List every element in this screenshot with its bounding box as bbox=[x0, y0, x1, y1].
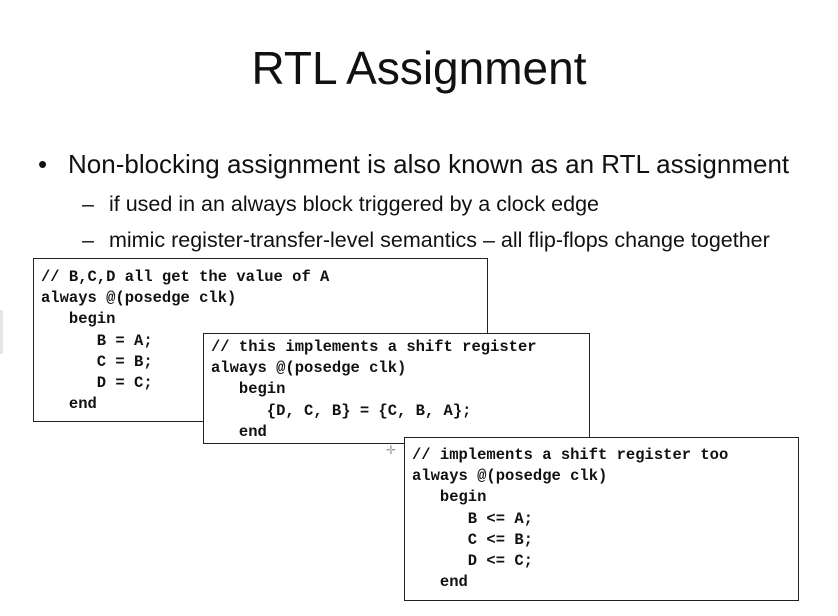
left-edge-marker bbox=[0, 310, 3, 354]
code-line: always @(posedge clk) bbox=[211, 359, 407, 378]
code-line: // this implements a shift register bbox=[211, 338, 537, 356]
code-line: // implements a shift register too bbox=[412, 446, 729, 464]
code-line: begin bbox=[211, 380, 286, 399]
slide-title: RTL Assignment bbox=[251, 42, 587, 94]
code-box-concatenation: // this implements a shift register alwa… bbox=[203, 333, 590, 444]
code-line: // B,C,D all get the value of A bbox=[41, 268, 330, 286]
crosshair-cursor-icon: ✛ bbox=[386, 443, 397, 457]
code-line: B = A; bbox=[41, 331, 153, 350]
code-line: always @(posedge clk) bbox=[41, 289, 237, 308]
code-line: begin bbox=[41, 310, 116, 329]
code-line: B <= A; bbox=[412, 509, 533, 528]
code-line: always @(posedge clk) bbox=[412, 467, 608, 486]
code-line: end bbox=[412, 573, 468, 592]
main-bullet: • Non-blocking assignment is also known a… bbox=[38, 148, 789, 180]
code-line: begin bbox=[412, 488, 487, 507]
sub-bullet-2: –mimic register-transfer-level semantics… bbox=[82, 226, 770, 254]
code-line: C = B; bbox=[41, 352, 153, 371]
code-line: D <= C; bbox=[412, 551, 533, 570]
code-line: {D, C, B} = {C, B, A}; bbox=[211, 401, 472, 420]
main-bullet-text: Non-blocking assignment is also known as… bbox=[68, 149, 790, 179]
sub-bullet-2-text: mimic register-transfer-level semantics … bbox=[109, 228, 770, 252]
bullet-marker: • bbox=[38, 149, 48, 179]
dash-marker: – bbox=[82, 192, 94, 216]
code-box-nonblocking: // implements a shift register too alway… bbox=[404, 437, 799, 601]
code-line: end bbox=[211, 422, 267, 441]
sub-bullet-1-text: if used in an always block triggered by … bbox=[109, 192, 599, 216]
code-line: C <= B; bbox=[412, 530, 533, 549]
sub-bullet-1: –if used in an always block triggered by… bbox=[82, 190, 599, 218]
code-line: end bbox=[41, 395, 97, 414]
code-line: D = C; bbox=[41, 373, 153, 392]
dash-marker: – bbox=[82, 228, 94, 252]
